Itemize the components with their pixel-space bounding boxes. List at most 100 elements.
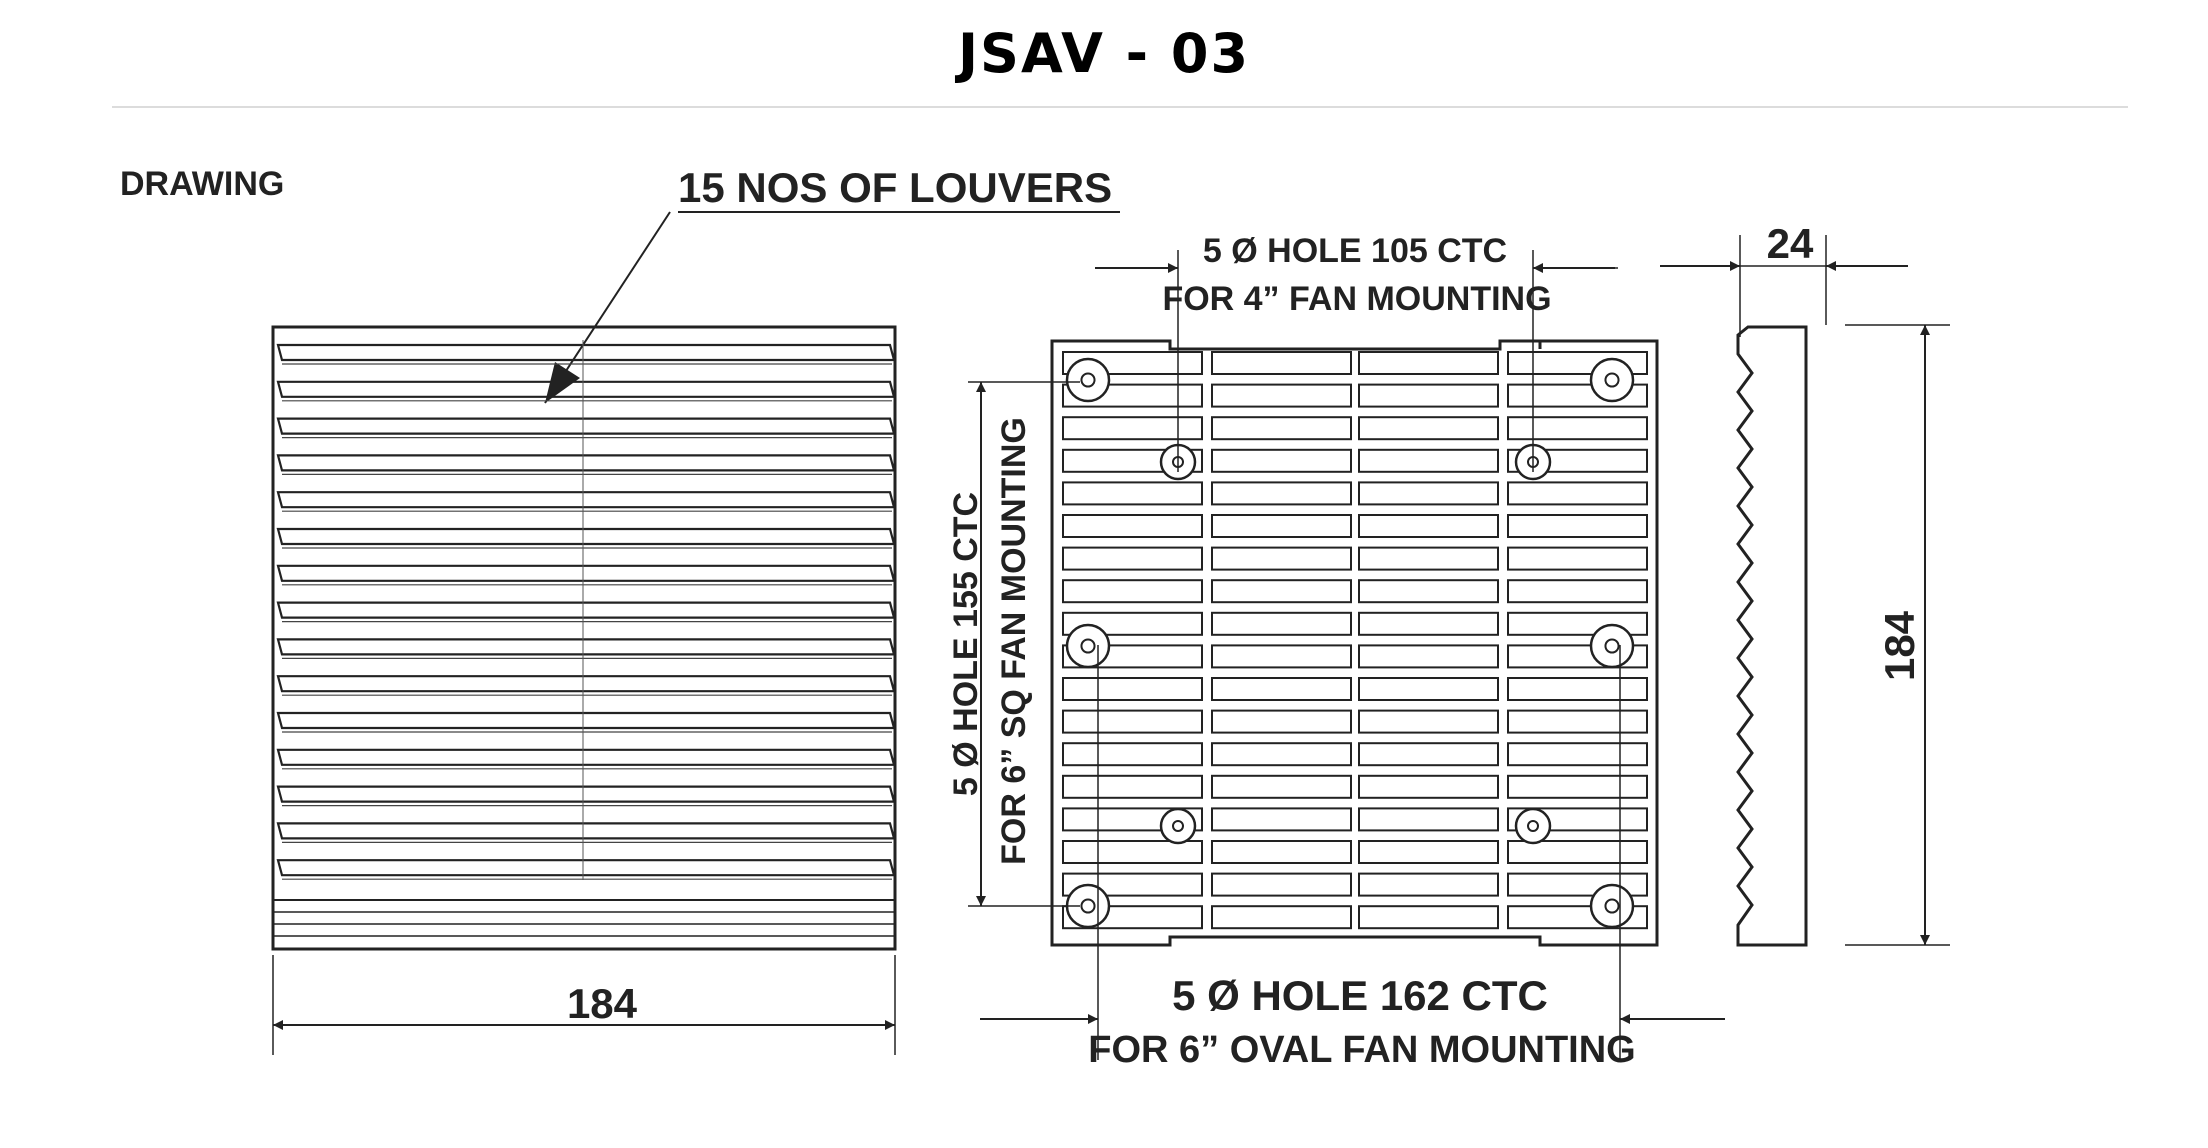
louver xyxy=(276,564,896,582)
vent-slot xyxy=(1507,742,1648,767)
vent-slot xyxy=(1507,448,1648,473)
vent-slot xyxy=(1507,774,1648,799)
vent-slot xyxy=(1211,807,1352,832)
vent-slot xyxy=(1062,481,1203,506)
vent-slot xyxy=(1062,905,1203,930)
vent-slot xyxy=(1211,677,1352,701)
vent-slot xyxy=(1507,546,1648,571)
mounting-hole-center xyxy=(1527,820,1539,832)
vent-slot xyxy=(1211,872,1352,897)
bottom-hole-spec-line1: 5 Ø HOLE 162 CTC xyxy=(1172,972,1548,1019)
top-hole-spec-line2: FOR 4” FAN MOUNTING xyxy=(1162,280,1551,318)
front-view xyxy=(271,325,897,951)
vent-slot xyxy=(1358,416,1499,441)
vent-slot xyxy=(1211,774,1352,799)
vent-slot xyxy=(1211,514,1352,538)
mounting-hole-center xyxy=(1604,638,1620,654)
vent-slot xyxy=(1358,546,1499,571)
side-depth-label: 24 xyxy=(1767,220,1814,267)
mounting-hole xyxy=(1159,807,1197,845)
vent-slot xyxy=(1358,840,1499,864)
vent-slot xyxy=(1358,677,1499,701)
vent-slot xyxy=(1507,709,1648,734)
page-title: JSAV - 03 xyxy=(957,22,1251,85)
mounting-hole xyxy=(1065,623,1111,669)
vent-slot xyxy=(1211,709,1352,734)
mounting-hole xyxy=(1065,357,1111,403)
vent-slot xyxy=(1062,611,1203,636)
louver xyxy=(276,638,896,656)
mounting-hole-center xyxy=(1080,372,1096,388)
vent-slot xyxy=(1358,579,1499,604)
louver-group xyxy=(276,343,896,880)
vent-slot xyxy=(1062,644,1203,669)
vent-slot xyxy=(1211,546,1352,571)
vent-slot xyxy=(1507,872,1648,897)
louver xyxy=(276,491,896,509)
vent-slot xyxy=(1507,840,1648,864)
mounting-hole-center xyxy=(1604,372,1620,388)
vent-slot xyxy=(1211,905,1352,930)
vent-slot xyxy=(1507,514,1648,538)
louver xyxy=(276,343,896,362)
vent-slot xyxy=(1358,644,1499,669)
louver xyxy=(276,748,896,766)
side-hole-spec-line2: FOR 6” SQ FAN MOUNTING xyxy=(995,417,1033,865)
vent-slot xyxy=(1507,481,1648,506)
mounting-hole-center xyxy=(1080,898,1096,914)
vent-slot xyxy=(1358,709,1499,734)
vent-slot xyxy=(1062,840,1203,864)
vent-slot xyxy=(1358,872,1499,897)
vent-slot xyxy=(1358,774,1499,799)
section-label: DRAWING xyxy=(120,165,284,203)
louver xyxy=(276,859,896,877)
vent-slot xyxy=(1211,481,1352,506)
mounting-hole xyxy=(1589,883,1635,929)
vent-slot xyxy=(1062,448,1203,473)
vent-slot xyxy=(1211,351,1352,375)
title-divider xyxy=(112,106,2128,108)
vent-slot xyxy=(1358,611,1499,636)
mounting-hole xyxy=(1589,357,1635,403)
vent-slot xyxy=(1358,481,1499,506)
side-height-label: 184 xyxy=(1876,610,1923,681)
vent-slot xyxy=(1358,383,1499,408)
louver xyxy=(276,417,896,435)
vent-slot xyxy=(1507,677,1648,701)
louver xyxy=(276,454,896,472)
vent-slot-grid xyxy=(1062,351,1648,930)
vent-slot xyxy=(1062,807,1203,832)
louver xyxy=(276,675,896,693)
side-view xyxy=(1736,325,1808,947)
vent-slot xyxy=(1507,644,1648,669)
vent-slot xyxy=(1507,905,1648,930)
mounting-hole-center xyxy=(1172,820,1184,832)
vent-slot xyxy=(1211,579,1352,604)
rear-frame xyxy=(1050,339,1659,947)
vent-slot xyxy=(1062,742,1203,767)
louver xyxy=(276,822,896,840)
louver xyxy=(276,527,896,546)
louver xyxy=(276,711,896,730)
vent-slot xyxy=(1507,579,1648,604)
vent-slot xyxy=(1211,742,1352,767)
vent-slot xyxy=(1211,840,1352,864)
mounting-hole-center xyxy=(1080,638,1096,654)
vent-slot xyxy=(1062,416,1203,441)
vent-slot xyxy=(1062,546,1203,571)
vent-slot xyxy=(1507,383,1648,408)
vent-slot xyxy=(1358,514,1499,538)
mounting-hole xyxy=(1589,623,1635,669)
louver xyxy=(276,380,896,398)
vent-slot xyxy=(1211,383,1352,408)
vent-slot xyxy=(1507,611,1648,636)
vent-slot xyxy=(1062,677,1203,701)
vent-slot xyxy=(1062,514,1203,538)
vent-slot xyxy=(1211,644,1352,669)
vent-slot xyxy=(1507,351,1648,375)
vent-slot xyxy=(1062,774,1203,799)
vent-slot xyxy=(1358,742,1499,767)
vent-slot xyxy=(1358,905,1499,930)
top-hole-spec-line1: 5 Ø HOLE 105 CTC xyxy=(1203,232,1507,270)
